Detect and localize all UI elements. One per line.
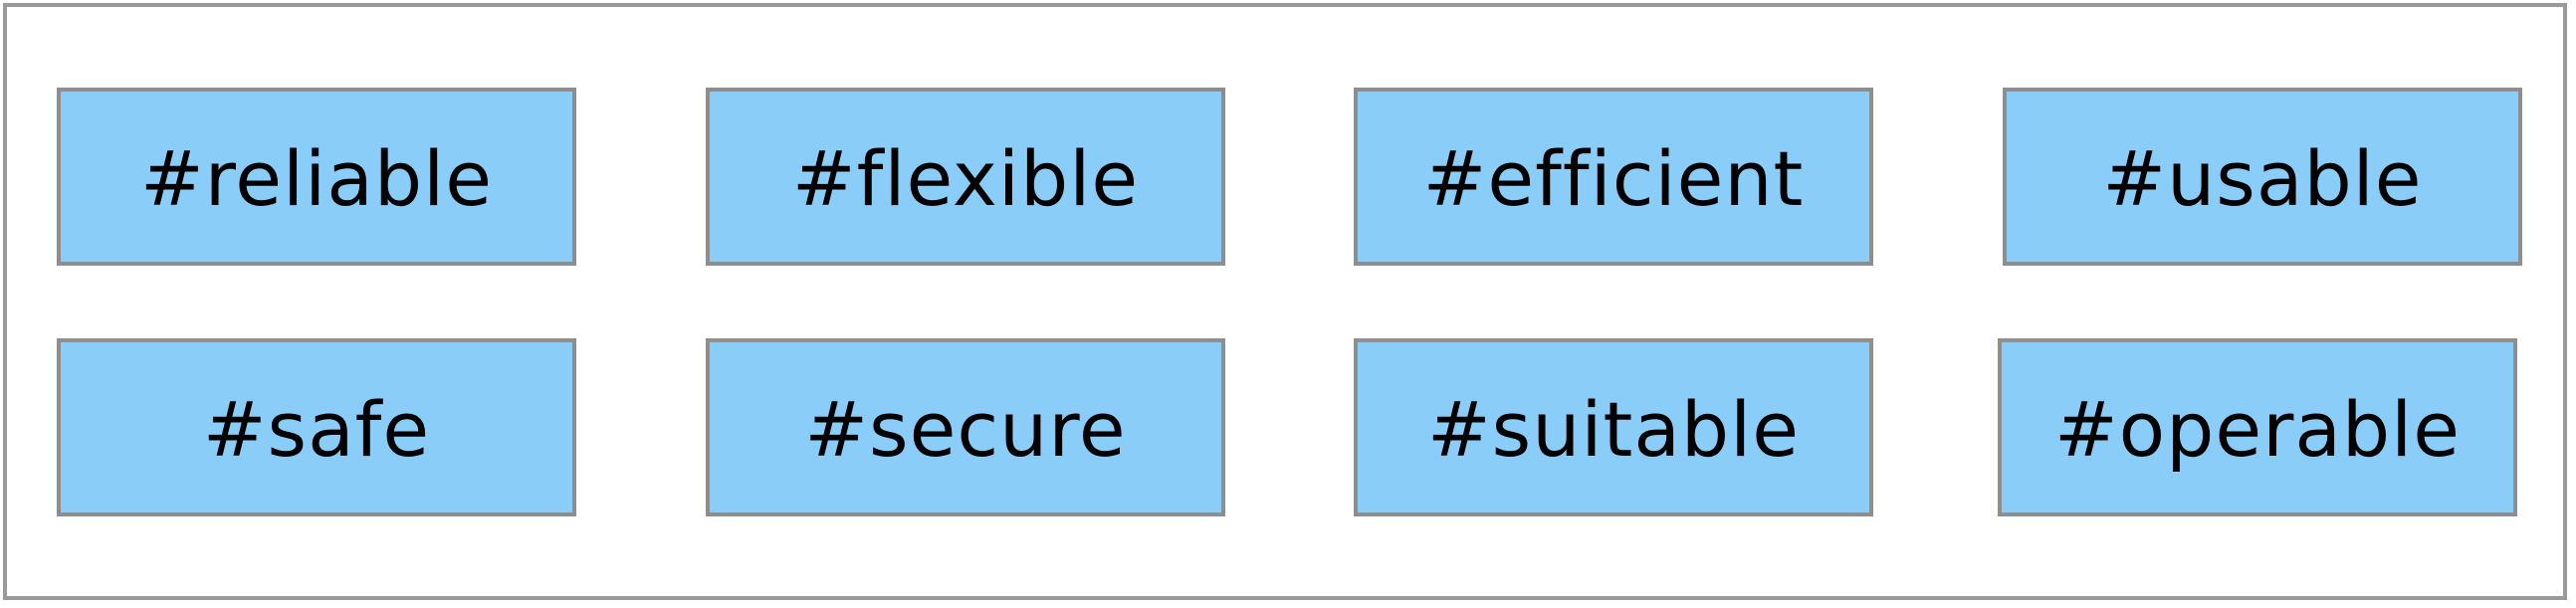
- tag-box-suitable: #suitable: [1354, 338, 1873, 516]
- tag-label: #efficient: [1422, 133, 1805, 223]
- tag-label: #flexible: [791, 133, 1140, 223]
- tag-box-reliable: #reliable: [57, 88, 576, 266]
- tag-label: #safe: [202, 384, 431, 474]
- tag-box-flexible: #flexible: [706, 88, 1225, 266]
- tag-box-safe: #safe: [57, 338, 576, 516]
- tag-box-secure: #secure: [706, 338, 1225, 516]
- tag-label: #suitable: [1426, 384, 1801, 474]
- tag-label: #reliable: [140, 133, 493, 223]
- tag-label: #secure: [804, 384, 1127, 474]
- tag-box-usable: #usable: [2003, 88, 2522, 266]
- tag-box-efficient: #efficient: [1354, 88, 1873, 266]
- tag-label: #operable: [2053, 384, 2462, 474]
- tag-box-operable: #operable: [1998, 338, 2517, 516]
- tag-label: #usable: [2102, 133, 2423, 223]
